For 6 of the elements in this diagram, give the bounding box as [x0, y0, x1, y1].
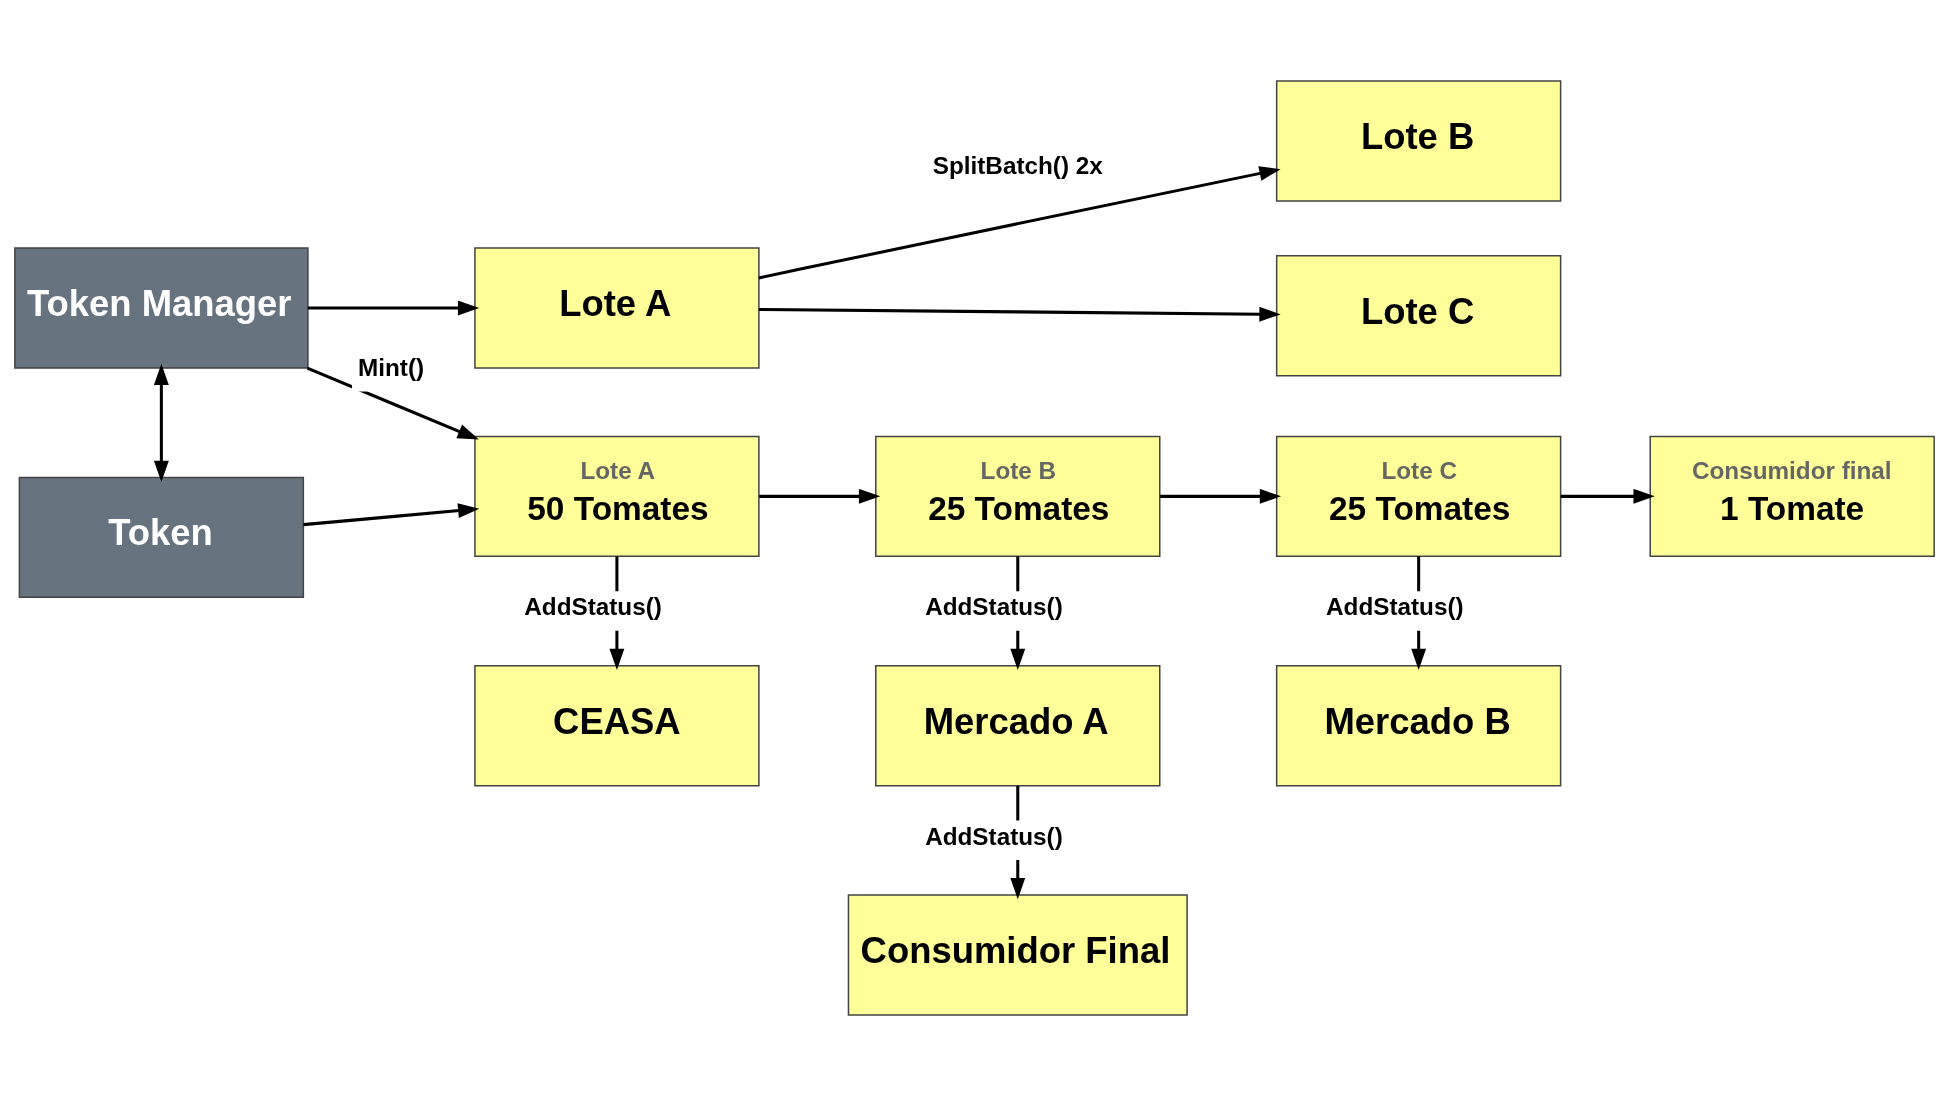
edge-label: Mint() [358, 354, 425, 382]
edge-label: AddStatus() [925, 822, 1063, 850]
edge-label: AddStatus() [524, 593, 662, 621]
edge-label: AddStatus() [925, 593, 1063, 621]
edge-label: SplitBatch() 2x [932, 152, 1103, 180]
edge-label: AddStatus() [1326, 593, 1464, 621]
